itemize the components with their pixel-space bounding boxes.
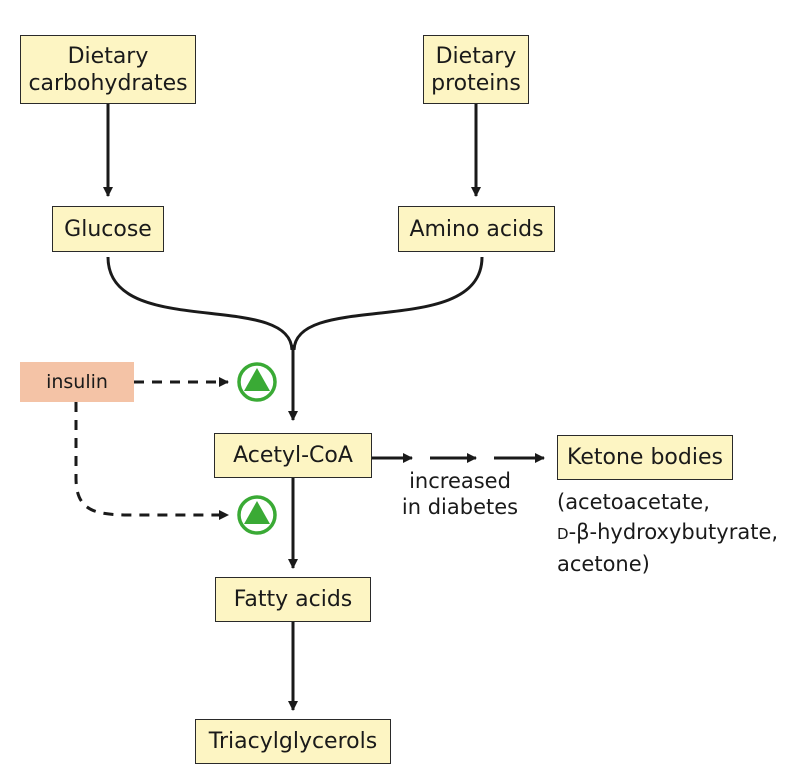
diabetes-note-line2: in diabetes	[401, 495, 519, 519]
ketone-example-hydroxybutyrate: D-β-hydroxybutyrate,	[557, 517, 778, 549]
ketone-examples: (acetoacetate, D-β-hydroxybutyrate, acet…	[557, 487, 778, 579]
box-fatty-acids: Fatty acids	[215, 577, 371, 622]
box-ketone-bodies: Ketone bodies	[557, 435, 733, 480]
glucose-label: Glucose	[64, 216, 152, 242]
box-acetyl-coa: Acetyl-CoA	[214, 433, 372, 478]
ketone-example-acetoacetate: (acetoacetate,	[557, 490, 710, 514]
stimulation-upper-icon	[237, 362, 277, 402]
amino-acids-label: Amino acids	[409, 216, 544, 242]
fatty-acids-label: Fatty acids	[233, 587, 353, 612]
dietary-carbs-line1: Dietary	[67, 43, 149, 69]
ketone-example-acetone: acetone)	[557, 552, 650, 576]
insulin-box: insulin	[20, 362, 134, 402]
curve-glucose	[106, 256, 294, 351]
curve-amino-acids	[292, 256, 484, 351]
box-triacylglycerols: Triacylglycerols	[195, 719, 391, 764]
d-prefix: D	[557, 525, 569, 543]
acetyl-coa-label: Acetyl-CoA	[233, 443, 353, 468]
ketone-bodies-label: Ketone bodies	[567, 445, 723, 470]
box-amino-acids: Amino acids	[398, 206, 555, 252]
triacylglycerols-label: Triacylglycerols	[208, 729, 378, 754]
diabetes-note: increased in diabetes	[394, 468, 526, 520]
insulin-arrow-lower	[74, 402, 229, 520]
dietary-proteins-line2: proteins	[431, 70, 521, 96]
dietary-proteins-line1: Dietary	[435, 43, 517, 69]
hydroxybutyrate-text: -β-hydroxybutyrate,	[568, 520, 779, 544]
box-dietary-carbohydrates: Dietary carbohydrates	[20, 35, 196, 104]
insulin-label: insulin	[46, 371, 108, 393]
stimulation-lower-icon	[237, 495, 277, 535]
diabetes-note-line1: increased	[409, 469, 511, 493]
dietary-carbs-line2: carbohydrates	[28, 70, 188, 96]
box-dietary-proteins: Dietary proteins	[423, 35, 529, 104]
box-glucose: Glucose	[52, 206, 164, 252]
